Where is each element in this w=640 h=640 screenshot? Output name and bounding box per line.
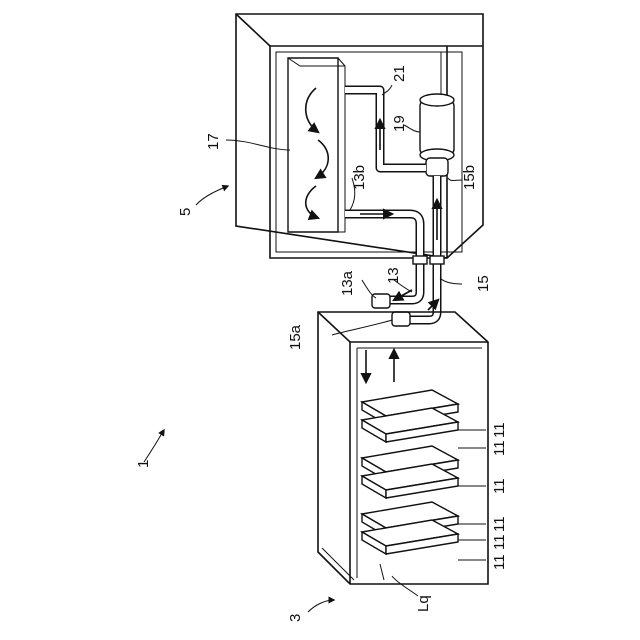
label-pipe-15b: 15b	[461, 165, 478, 190]
label-liquid: Lq	[415, 595, 432, 612]
label-board: 11	[491, 516, 508, 532]
pipe-21	[345, 90, 426, 168]
label-board: 11	[491, 440, 508, 456]
label-pipe-13a: 13a	[339, 270, 356, 296]
label-board: 11	[491, 554, 508, 570]
label-pipe-13: 13	[385, 267, 402, 284]
board-group-1	[362, 390, 458, 442]
tank-flow-arrows	[366, 350, 394, 382]
board-group-2	[362, 446, 458, 498]
label-pipe-13b: 13b	[351, 165, 368, 190]
label-pipe-15: 15	[475, 275, 492, 292]
pointer-arrows	[144, 186, 334, 612]
label-heat-exchanger: 17	[205, 133, 222, 150]
label-system: 1	[135, 460, 152, 468]
boards	[362, 390, 458, 554]
connecting-pipes	[372, 256, 444, 326]
board-group-3	[362, 502, 458, 554]
label-tank: 3	[287, 614, 304, 622]
label-pipe-15a: 15a	[287, 324, 304, 350]
label-pump: 19	[391, 115, 408, 132]
label-board: 11	[491, 422, 508, 438]
heat-exchanger	[288, 58, 345, 232]
label-pipe-return: 21	[391, 65, 408, 82]
label-cabinet: 5	[177, 208, 194, 216]
label-board: 11	[491, 534, 508, 550]
pipe-13b	[345, 214, 420, 262]
label-board: 11	[491, 478, 508, 494]
